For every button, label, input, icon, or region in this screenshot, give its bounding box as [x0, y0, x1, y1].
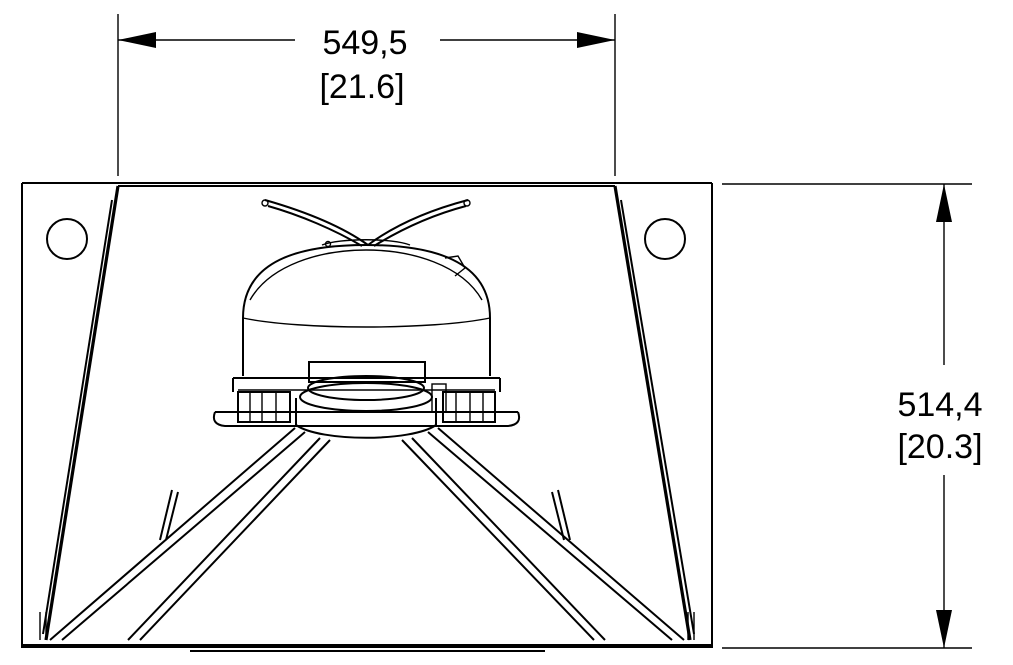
wire-left [264, 199, 369, 246]
trapezoid-housing [39, 185, 695, 641]
mounting-hole-left [46, 218, 88, 260]
dome-seam [242, 317, 491, 328]
wire-right [367, 199, 469, 246]
throat-window [308, 361, 426, 383]
hook-left-b [165, 491, 179, 541]
width-arrowhead-right [577, 32, 615, 48]
dome-assembly [212, 239, 521, 439]
throat-ring-top [307, 375, 425, 401]
housing-right-inner [620, 199, 695, 635]
clamp-left [237, 391, 291, 423]
width-metric-label: 549,5 [322, 24, 407, 62]
clamp-right [442, 391, 496, 423]
housing-right-outer [613, 185, 692, 641]
height-arrowhead-bottom [936, 610, 952, 648]
mounting-plate [21, 182, 713, 652]
dome-cap [321, 239, 411, 246]
strut-right-inner-a [411, 437, 606, 641]
dome-top [242, 243, 491, 319]
height-arrowhead-top [936, 184, 952, 222]
dome-cap-dot [324, 240, 332, 248]
dome-top-inner [249, 249, 483, 301]
hook-right [557, 489, 571, 541]
strut-right-inner-b [401, 439, 595, 641]
dome-side-nub [444, 255, 466, 277]
throat-ring-mid [299, 382, 433, 412]
housing-left-outer [44, 185, 120, 641]
strut-left-inner-a [127, 437, 321, 641]
strut-left-outer-a [49, 427, 296, 641]
hook-left [159, 489, 173, 541]
height-dimension: 514,4 [20.3] [722, 183, 983, 649]
width-arrowhead-left [118, 32, 156, 48]
strut-left-outer-b [61, 431, 306, 641]
strut-right-outer-b [427, 431, 673, 641]
strut-left-inner-b [139, 439, 331, 641]
height-imperial-label: [20.3] [897, 428, 982, 466]
flange-bottom [212, 411, 521, 427]
wire-left-b [267, 205, 363, 247]
width-imperial-label: [21.6] [319, 68, 404, 106]
width-dimension: 549,5 [21.6] [117, 14, 616, 176]
throat-latch [431, 383, 447, 413]
wire-right-tip [463, 199, 471, 207]
housing-left-inner [42, 199, 113, 635]
height-metric-label: 514,4 [897, 386, 982, 424]
support-struts [49, 427, 685, 641]
mounting-hole-right [644, 218, 686, 260]
strut-right-outer-a [437, 427, 685, 641]
hook-right-b [551, 491, 565, 541]
throat-bottom [295, 424, 437, 439]
wire-right-b [373, 205, 467, 247]
wire-left-tip [261, 199, 269, 207]
antenna-wires [261, 199, 471, 247]
